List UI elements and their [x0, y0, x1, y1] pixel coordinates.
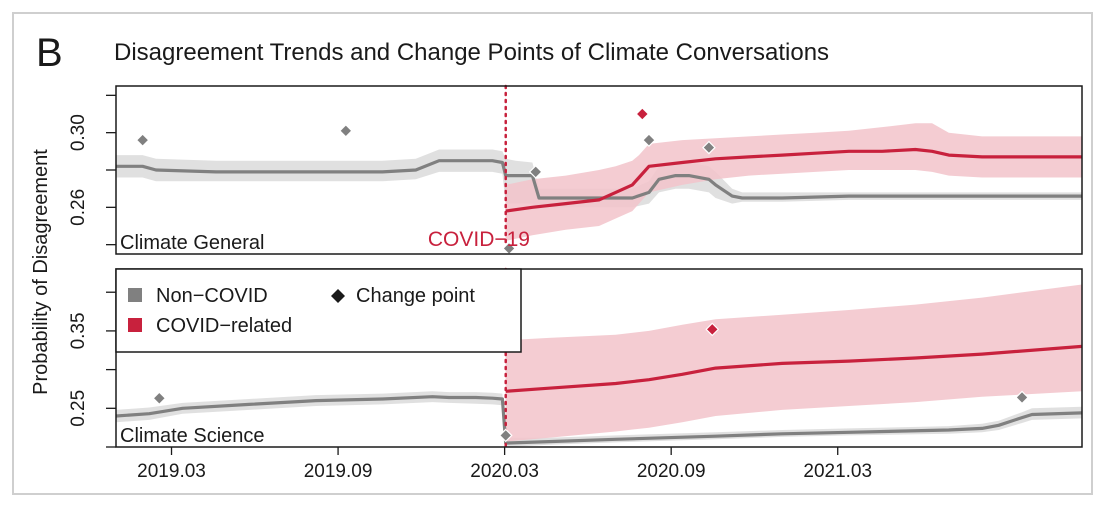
panel-letter: B [36, 31, 63, 75]
x-tick-label: 2021.03 [803, 461, 872, 482]
legend-swatch-covid [128, 318, 142, 332]
bottom-panel-border [115, 268, 1083, 448]
top-change-point-non_covid [338, 123, 353, 138]
y-axis-label: Probability of Disagreement [30, 149, 52, 395]
top-panel-border [115, 85, 1083, 255]
top-band-non_covid [116, 149, 1082, 208]
top-change-point-non_covid [528, 165, 543, 179]
x-tick-label: 2020.03 [470, 461, 539, 482]
y-tick-label: 0.25 [68, 390, 89, 427]
legend-label-non-covid: Non−COVID [156, 285, 268, 307]
x-axis-ticks: 2019.03 2019.09 2020.03 2020.09 2021.03 [137, 447, 872, 482]
top-band-covid [505, 123, 1082, 241]
event-label: COVID−19 [428, 228, 530, 251]
bot-change-point-non_covid [1015, 390, 1029, 405]
top-change-point-non_covid [702, 140, 716, 155]
bot-line-covid [505, 344, 1082, 393]
y-tick-label: 0.30 [68, 114, 89, 151]
top-series-lines [116, 147, 1082, 213]
x-tick-label: 2019.03 [137, 461, 206, 482]
y-tick-label: 0.35 [68, 312, 89, 349]
top-change-point-covid [635, 107, 650, 121]
top-panel-label: Climate General [120, 232, 265, 254]
chart-title: Disagreement Trends and Change Points of… [114, 39, 829, 66]
legend-diamond-icon [331, 289, 345, 303]
top-line-covid [505, 147, 1082, 213]
top-y-ticks: 0.26 0.30 [68, 94, 116, 246]
bot-change-point-non_covid [498, 428, 513, 443]
bot-change-point-covid [705, 322, 720, 337]
bot-change-point-non_covid [152, 391, 167, 406]
y-tick-label: 0.26 [68, 189, 89, 226]
legend-label-change-point: Change point [356, 285, 475, 307]
top-line-non_covid [116, 159, 1082, 200]
top-change-point-non_covid [642, 133, 656, 147]
panel-climate-science: 0.25 0.35 Climate Science Non−COVID COVID… [68, 267, 1083, 449]
bottom-change-points [152, 322, 1029, 443]
bottom-y-ticks: 0.25 0.35 [68, 291, 116, 448]
bottom-panel-label: Climate Science [120, 425, 265, 447]
legend-box [115, 268, 522, 353]
top-confidence-bands [116, 123, 1082, 241]
x-tick-label: 2019.09 [304, 461, 373, 482]
x-tick-label: 2020.09 [637, 461, 706, 482]
legend-label-covid: COVID−related [156, 315, 292, 337]
panel-climate-general: 0.26 0.30 Climate General COVID−19 [68, 84, 1083, 256]
legend-swatch-non-covid [128, 288, 142, 302]
legend: Non−COVID COVID−related Change point [115, 268, 522, 353]
top-change-point-non_covid [135, 133, 150, 147]
